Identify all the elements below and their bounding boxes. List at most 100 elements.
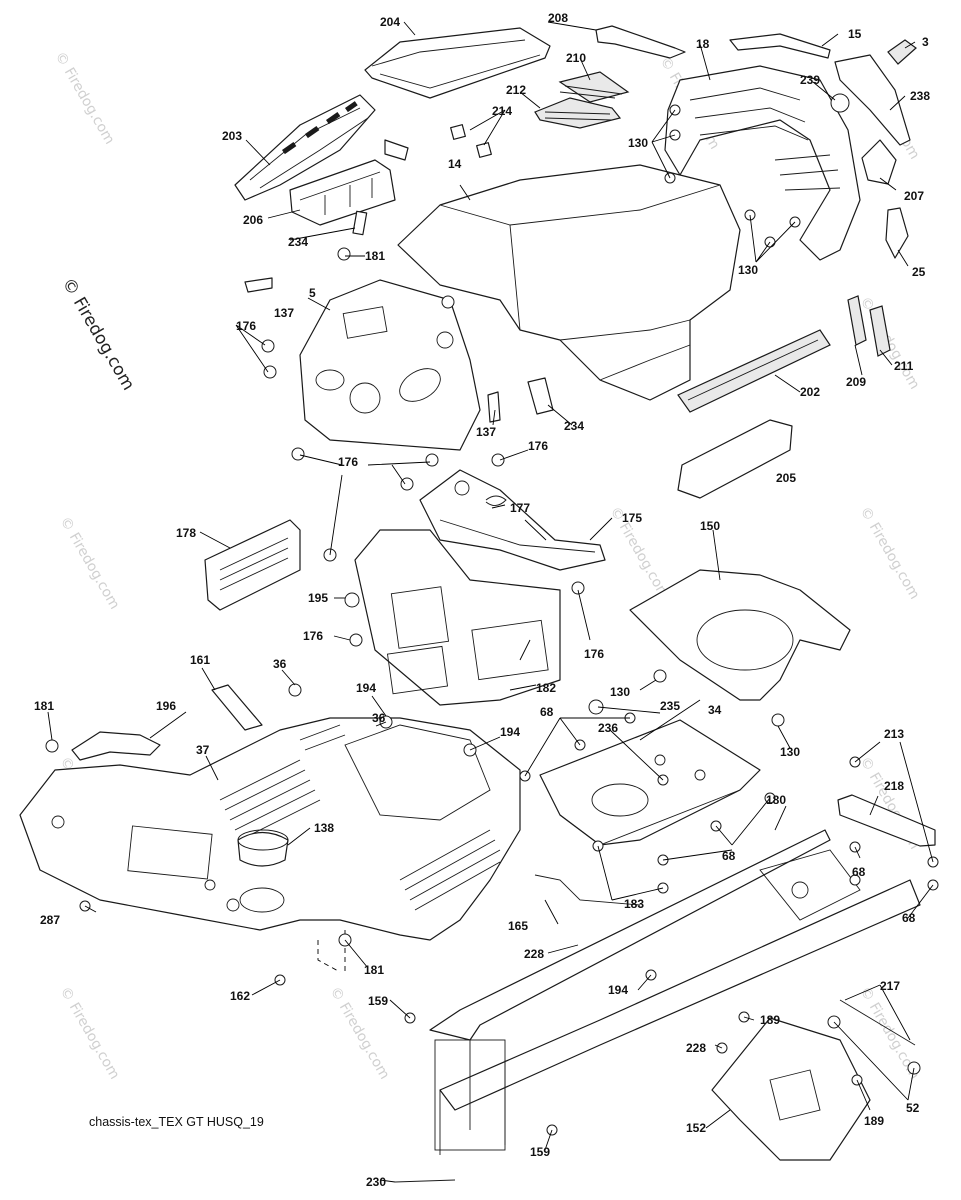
callout-176: 176 xyxy=(303,629,323,643)
watermark: © Firedog.com xyxy=(52,49,118,147)
callout-189: 189 xyxy=(864,1114,884,1128)
watermark: © Firedog.com xyxy=(857,294,923,392)
callout-234: 234 xyxy=(564,419,584,433)
callout-37: 37 xyxy=(196,743,210,757)
callout-176: 176 xyxy=(528,439,548,453)
callout-159: 159 xyxy=(368,994,388,1008)
part-214-clip xyxy=(450,124,466,140)
callout-204: 204 xyxy=(380,15,400,29)
callout-203: 203 xyxy=(222,129,242,143)
callout-189: 189 xyxy=(760,1013,780,1027)
callout-230: 230 xyxy=(366,1175,386,1189)
callout-36: 36 xyxy=(273,657,287,671)
callout-159: 159 xyxy=(530,1145,550,1159)
callout-195: 195 xyxy=(308,591,328,605)
callout-181: 181 xyxy=(365,249,385,263)
part-234-clip xyxy=(352,210,368,236)
part-238-side-panel xyxy=(834,54,911,146)
callout-3: 3 xyxy=(922,35,929,49)
callout-238: 238 xyxy=(910,89,930,103)
callout-162: 162 xyxy=(230,989,250,1003)
callout-130: 130 xyxy=(780,745,800,759)
part-137-clip xyxy=(487,391,501,423)
part-209-trim xyxy=(847,295,867,346)
callout-130: 130 xyxy=(628,136,648,150)
callout-137: 137 xyxy=(274,306,294,320)
watermark-side: © Firedog.com xyxy=(58,275,139,394)
callout-176: 176 xyxy=(584,647,604,661)
part-34-mount-plate xyxy=(539,719,761,846)
callout-234: 234 xyxy=(288,235,308,249)
leader-lines xyxy=(47,21,934,1183)
callout-15: 15 xyxy=(848,27,862,41)
part-195-grommet xyxy=(344,592,360,608)
callout-152: 152 xyxy=(686,1121,706,1135)
part-frame-rail-lower xyxy=(439,879,921,1111)
callout-176: 176 xyxy=(236,319,256,333)
callout-210: 210 xyxy=(566,51,586,65)
callout-235: 235 xyxy=(660,699,680,713)
callout-181: 181 xyxy=(34,699,54,713)
watermark: © Firedog.com xyxy=(857,504,923,602)
part-205-panel xyxy=(677,419,793,499)
callout-130: 130 xyxy=(610,685,630,699)
callout-194: 194 xyxy=(356,681,376,695)
part-37-opening xyxy=(344,724,491,821)
part-208-bracket xyxy=(595,25,686,59)
callout-36: 36 xyxy=(372,711,386,725)
part-217-rod xyxy=(839,999,916,1046)
callout-137: 137 xyxy=(476,425,496,439)
part-182-dash-lower xyxy=(354,529,561,706)
callout-228: 228 xyxy=(524,947,544,961)
part-15-strip xyxy=(729,33,831,59)
callout-68: 68 xyxy=(852,865,866,879)
callout-228: 228 xyxy=(686,1041,706,1055)
callout-68: 68 xyxy=(902,911,916,925)
part-230-rod xyxy=(394,1179,456,1183)
diagram-caption: chassis-tex_TEX GT HUSQ_19 xyxy=(89,1115,264,1129)
watermark: © Firedog.com xyxy=(57,514,123,612)
callout-150: 150 xyxy=(700,519,720,533)
callout-178: 178 xyxy=(176,526,196,540)
part-203-grille-insert xyxy=(234,94,376,201)
callout-208: 208 xyxy=(548,11,568,25)
part-152-skid-plate xyxy=(711,1017,871,1161)
part-161-bracket xyxy=(211,684,263,731)
callout-183: 183 xyxy=(624,897,644,911)
callout-206: 206 xyxy=(243,213,263,227)
callout-176: 176 xyxy=(338,455,358,469)
callout-202: 202 xyxy=(800,385,820,399)
part-175-bracket xyxy=(419,469,606,571)
callout-194: 194 xyxy=(608,983,628,997)
callout-236: 236 xyxy=(598,721,618,735)
callout-209: 209 xyxy=(846,375,866,389)
part-177-spring-clip xyxy=(485,495,507,506)
part-138-cup xyxy=(237,831,289,867)
callout-34: 34 xyxy=(708,703,722,717)
part-150-fender-support xyxy=(629,569,851,701)
part-37-fender xyxy=(19,717,521,941)
callout-181: 181 xyxy=(364,963,384,977)
callout-194: 194 xyxy=(500,725,520,739)
fender-vents xyxy=(219,724,501,911)
callout-182: 182 xyxy=(536,681,556,695)
callout-214: 214 xyxy=(492,104,512,118)
part-234-clip xyxy=(527,377,554,415)
callout-138: 138 xyxy=(314,821,334,835)
callout-177: 177 xyxy=(510,501,530,515)
callout-205: 205 xyxy=(776,471,796,485)
callout-68: 68 xyxy=(722,849,736,863)
callout-180: 180 xyxy=(766,793,786,807)
callout-239: 239 xyxy=(800,73,820,87)
callout-213: 213 xyxy=(884,727,904,741)
callout-161: 161 xyxy=(190,653,210,667)
callout-218: 218 xyxy=(884,779,904,793)
callout-18: 18 xyxy=(696,37,710,51)
callout-211: 211 xyxy=(894,359,914,373)
part-214-clip xyxy=(476,142,492,158)
watermark: © Firedog.com xyxy=(57,984,123,1082)
part-204-lens xyxy=(364,27,551,99)
callout-68: 68 xyxy=(540,705,554,719)
callout-287: 287 xyxy=(40,913,60,927)
